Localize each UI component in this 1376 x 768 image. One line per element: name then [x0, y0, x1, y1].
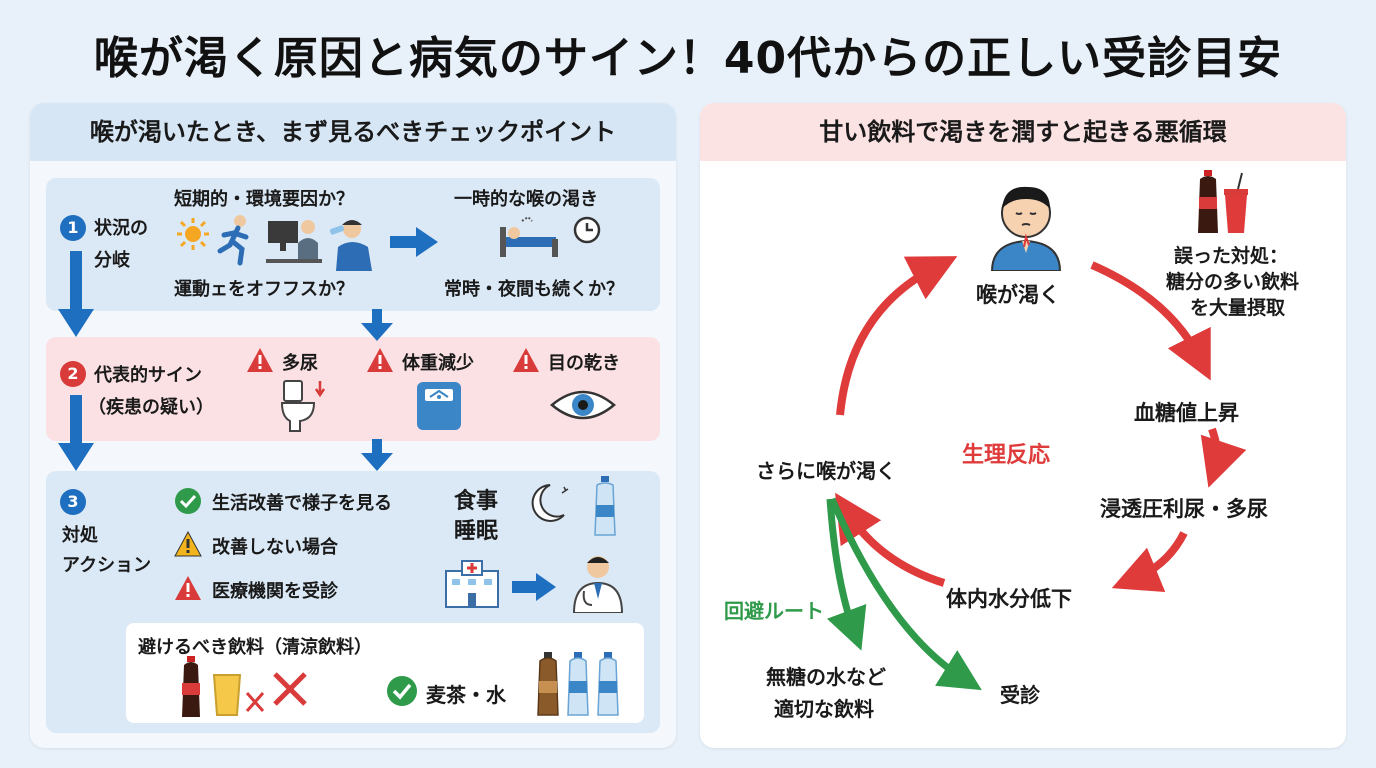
step1-label: 状況の [94, 218, 148, 239]
step1-result-top: 一時的な喉の渇き [454, 189, 598, 210]
clock-icon [573, 216, 601, 244]
running-person-icon [217, 215, 249, 266]
water-bottle-icon [594, 476, 616, 536]
escape-visit: 受診 [1000, 683, 1040, 707]
checkpoint-heading: 喉が渇いたとき、まず見るべきチェックポイント [30, 103, 676, 161]
arrow-right-icon [390, 227, 438, 257]
action-no-improvement: 改善しない場合 [212, 537, 338, 558]
page-title: 喉が渇く原因と病気のサイン！40代からの正しい受診目安 [93, 33, 1283, 84]
vicious-cycle-heading: 甘い飲料で渇きを潤すと起きる悪循環 [700, 103, 1346, 161]
step1-question-bottom: 運動ェをオフフスか？ [174, 279, 354, 300]
cross-icon [245, 692, 265, 712]
arrow-right-icon [512, 573, 556, 601]
step2-label: （疾患の疑い） [88, 397, 214, 418]
sign-frequent-urination: 多尿 [282, 353, 318, 374]
escape-water: 無糖の水など [766, 665, 886, 689]
scale-icon [417, 382, 461, 430]
step3-number: 3 [60, 489, 86, 515]
vicious-cycle-panel: 甘い飲料で渇きを潤すと起きる悪循環 喉が渇く [700, 103, 1346, 748]
thirsty-person-icon [990, 186, 1062, 271]
check-circle-icon [387, 676, 417, 706]
node-dehydration: 体内水分低下 [946, 587, 1072, 611]
node-more-thirst: さらに喉が渇く [756, 459, 896, 483]
cola-and-cup-icon [1198, 170, 1248, 233]
action-lifestyle: 生活改善で様子を見る [212, 493, 392, 514]
step2-number: 2 [60, 361, 86, 387]
flow-arrow-down-icon [361, 439, 393, 471]
node-osmotic-diuresis: 浸透圧利尿・多尿 [1100, 497, 1268, 521]
warning-icon [367, 348, 393, 372]
water-bottle-icon [597, 652, 619, 716]
cola-bottle-icon [182, 656, 200, 717]
step2-band [46, 337, 660, 441]
office-worker-icon [266, 220, 322, 263]
avoid-title: 避けるべき飲料（清涼飲料） [138, 637, 372, 658]
moon-icon [531, 484, 569, 522]
check-circle-icon [175, 488, 201, 514]
node-wrong-action: を大量摂取 [1190, 297, 1286, 319]
node-blood-sugar: 血糖値上昇 [1134, 401, 1239, 425]
bed-icon [500, 215, 558, 257]
node-wrong-action: 糖分の多い飲料 [1166, 271, 1300, 293]
step1-question-top: 短期的・環境要因か？ [174, 189, 354, 210]
step2-label: 代表的サイン [94, 365, 202, 386]
toilet-icon [280, 380, 326, 432]
node-thirst: 喉が渇く [976, 283, 1060, 307]
sign-dry-eyes: 目の乾き [548, 353, 620, 374]
tea-bottle-icon [537, 652, 559, 716]
warning-icon [247, 348, 273, 372]
warning-icon [513, 348, 539, 372]
flow-arrow-down-icon [58, 251, 94, 337]
flow-arrow-down-icon [58, 395, 94, 471]
warning-icon [175, 576, 201, 600]
sign-weight-loss: 体重減少 [402, 353, 474, 374]
center-label: 生理反応 [962, 443, 1051, 468]
step1-result-bottom: 常時・夜間も続くか？ [444, 279, 624, 300]
flow-arrow-down-icon [361, 309, 393, 341]
hospital-icon [445, 560, 499, 608]
escape-water: 適切な飲料 [774, 697, 874, 721]
cycle-arrows [826, 256, 1247, 691]
step1-label: 分岐 [94, 250, 130, 271]
doctor-icon [572, 556, 624, 613]
ok-drinks-label: 麦茶・水 [426, 683, 506, 707]
cross-icon [273, 672, 307, 706]
drinking-person-icon [329, 220, 372, 271]
sun-icon [177, 218, 209, 250]
node-wrong-action: 誤った対処： [1174, 245, 1289, 267]
action-see-doctor: 医療機関を受診 [212, 581, 338, 602]
escape-route-label: 回避ルート [724, 599, 824, 623]
juice-glass-icon [212, 674, 242, 716]
warning-icon [174, 531, 202, 557]
step3-label: アクション [62, 555, 152, 576]
eye-icon [550, 390, 616, 420]
checkpoint-panel: 喉が渇いたとき、まず見るべきチェックポイント 1 状況の 分岐 短期的・環境要因… [30, 103, 676, 748]
lifestyle-label: 睡眠 [454, 519, 499, 544]
lifestyle-label: 食事 [454, 489, 499, 514]
step3-label: 対処 [62, 525, 98, 546]
step1-number: 1 [60, 215, 86, 241]
water-bottle-icon [567, 652, 589, 716]
